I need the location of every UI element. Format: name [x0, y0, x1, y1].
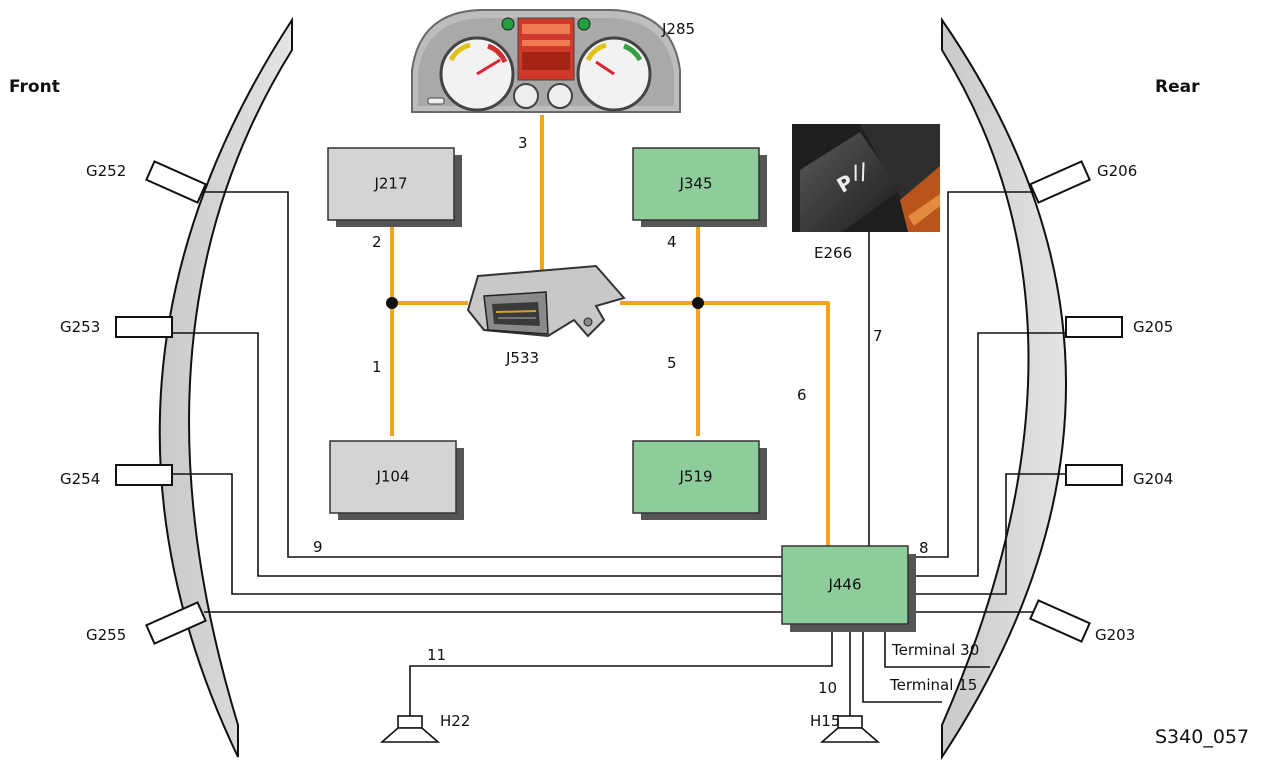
- front-sensor-wires: [172, 192, 782, 612]
- line-number-1: 1: [372, 358, 382, 376]
- sensor-g255-label: G255: [86, 626, 126, 644]
- sensor-g204: [1066, 465, 1122, 485]
- bus-junction-right: [692, 297, 704, 309]
- line-number-2: 2: [372, 233, 382, 251]
- front-label: Front: [9, 77, 60, 97]
- unit-j104-label: J104: [375, 468, 409, 486]
- line-number-11: 11: [427, 646, 446, 664]
- line-number-5: 5: [667, 354, 677, 372]
- speaker-h15-label: H15: [810, 712, 840, 730]
- instrument-cluster: [412, 10, 680, 112]
- unit-j217-label: J217: [373, 175, 407, 193]
- unit-j345: J345: [633, 148, 767, 227]
- sensor-g206-label: G206: [1097, 162, 1137, 180]
- sensor-g204-label: G204: [1133, 470, 1173, 488]
- sensor-g252-label: G252: [86, 162, 126, 180]
- sensor-g205-label: G205: [1133, 318, 1173, 336]
- terminal-15-label: Terminal 15: [889, 676, 977, 694]
- front-bumper: [160, 20, 292, 757]
- rear-label: Rear: [1155, 77, 1200, 97]
- line-number-3: 3: [518, 134, 528, 152]
- bus-junction-left: [386, 297, 398, 309]
- speaker-h22-label: H22: [440, 712, 470, 730]
- speaker-h22: [382, 716, 438, 742]
- unit-j104: J104: [330, 441, 464, 520]
- line-number-6: 6: [797, 386, 807, 404]
- sensor-g205: [1066, 317, 1122, 337]
- line-number-10: 10: [818, 679, 837, 697]
- sensor-g253: [116, 317, 172, 337]
- sensor-g206: [1030, 161, 1089, 202]
- unit-j217: J217: [328, 148, 462, 227]
- line-number-4: 4: [667, 233, 677, 251]
- unit-j446: J446: [782, 546, 916, 632]
- unit-j519-label: J519: [678, 468, 712, 486]
- unit-e266-label: E266: [814, 244, 852, 262]
- sensor-g252: [146, 161, 205, 202]
- unit-j345-label: J345: [678, 175, 712, 193]
- line-number-7: 7: [873, 327, 883, 345]
- line-number-9: 9: [313, 538, 323, 556]
- unit-j446-label: J446: [827, 576, 861, 594]
- sensor-g254: [116, 465, 172, 485]
- figure-id: S340_057: [1155, 726, 1249, 748]
- sensor-g203-label: G203: [1095, 626, 1135, 644]
- line-number-8: 8: [919, 539, 929, 557]
- unit-j285-label: J285: [661, 20, 695, 38]
- sensor-g203: [1030, 600, 1089, 641]
- gateway-module: [468, 266, 624, 336]
- sensor-g253-label: G253: [60, 318, 100, 336]
- unit-j533-label: J533: [505, 349, 539, 367]
- unit-j519: J519: [633, 441, 767, 520]
- sensor-g254-label: G254: [60, 470, 100, 488]
- terminal-30-label: Terminal 30: [891, 641, 979, 659]
- parking-aid-button: P: [792, 124, 940, 232]
